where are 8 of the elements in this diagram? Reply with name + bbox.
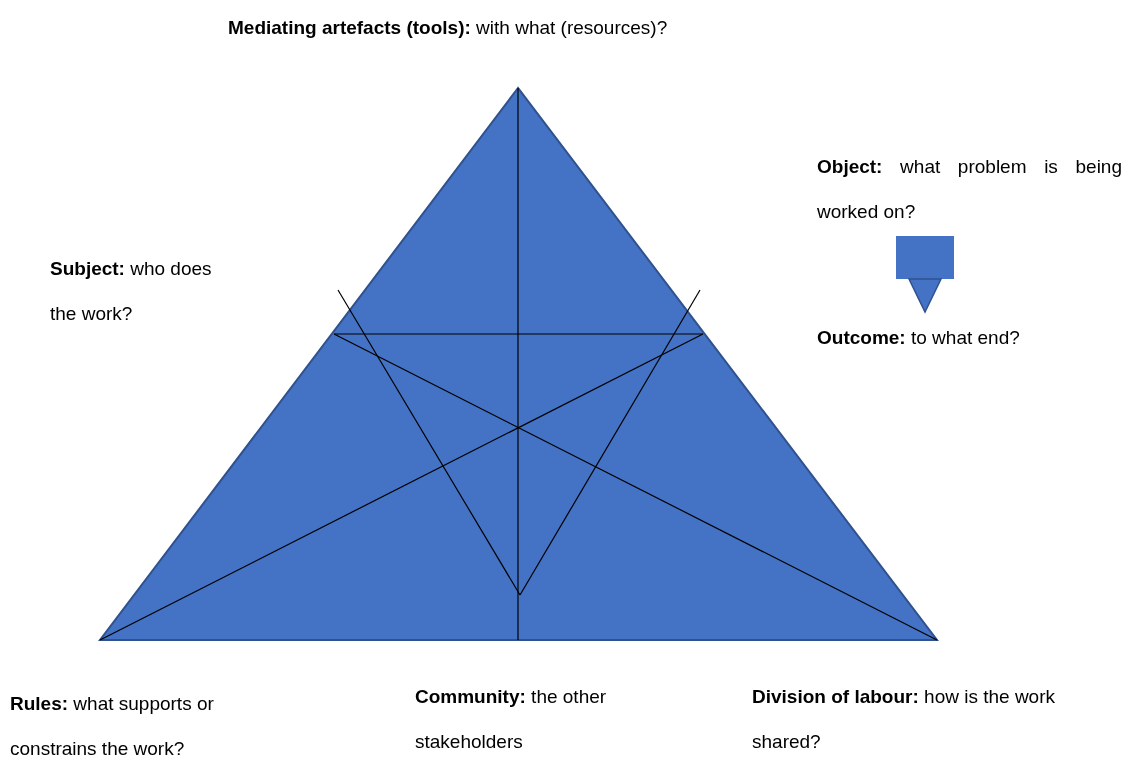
tools-label: Mediating artefacts (tools): with what (resources)?: [228, 16, 669, 40]
subject-label: Subject: who does the work?: [50, 257, 213, 326]
outcome-text: Outcome: to what end?: [817, 315, 1122, 360]
division-of-labour-label: Division of labour: how is the work shared?: [752, 685, 1056, 754]
community-label: Community: the other stakeholders: [415, 685, 608, 754]
object-text: Object: what problem is being worked on?: [817, 144, 1122, 234]
block-arrow: [896, 236, 954, 313]
rules-label: Rules: what supports or constrains the work?: [10, 692, 215, 760]
